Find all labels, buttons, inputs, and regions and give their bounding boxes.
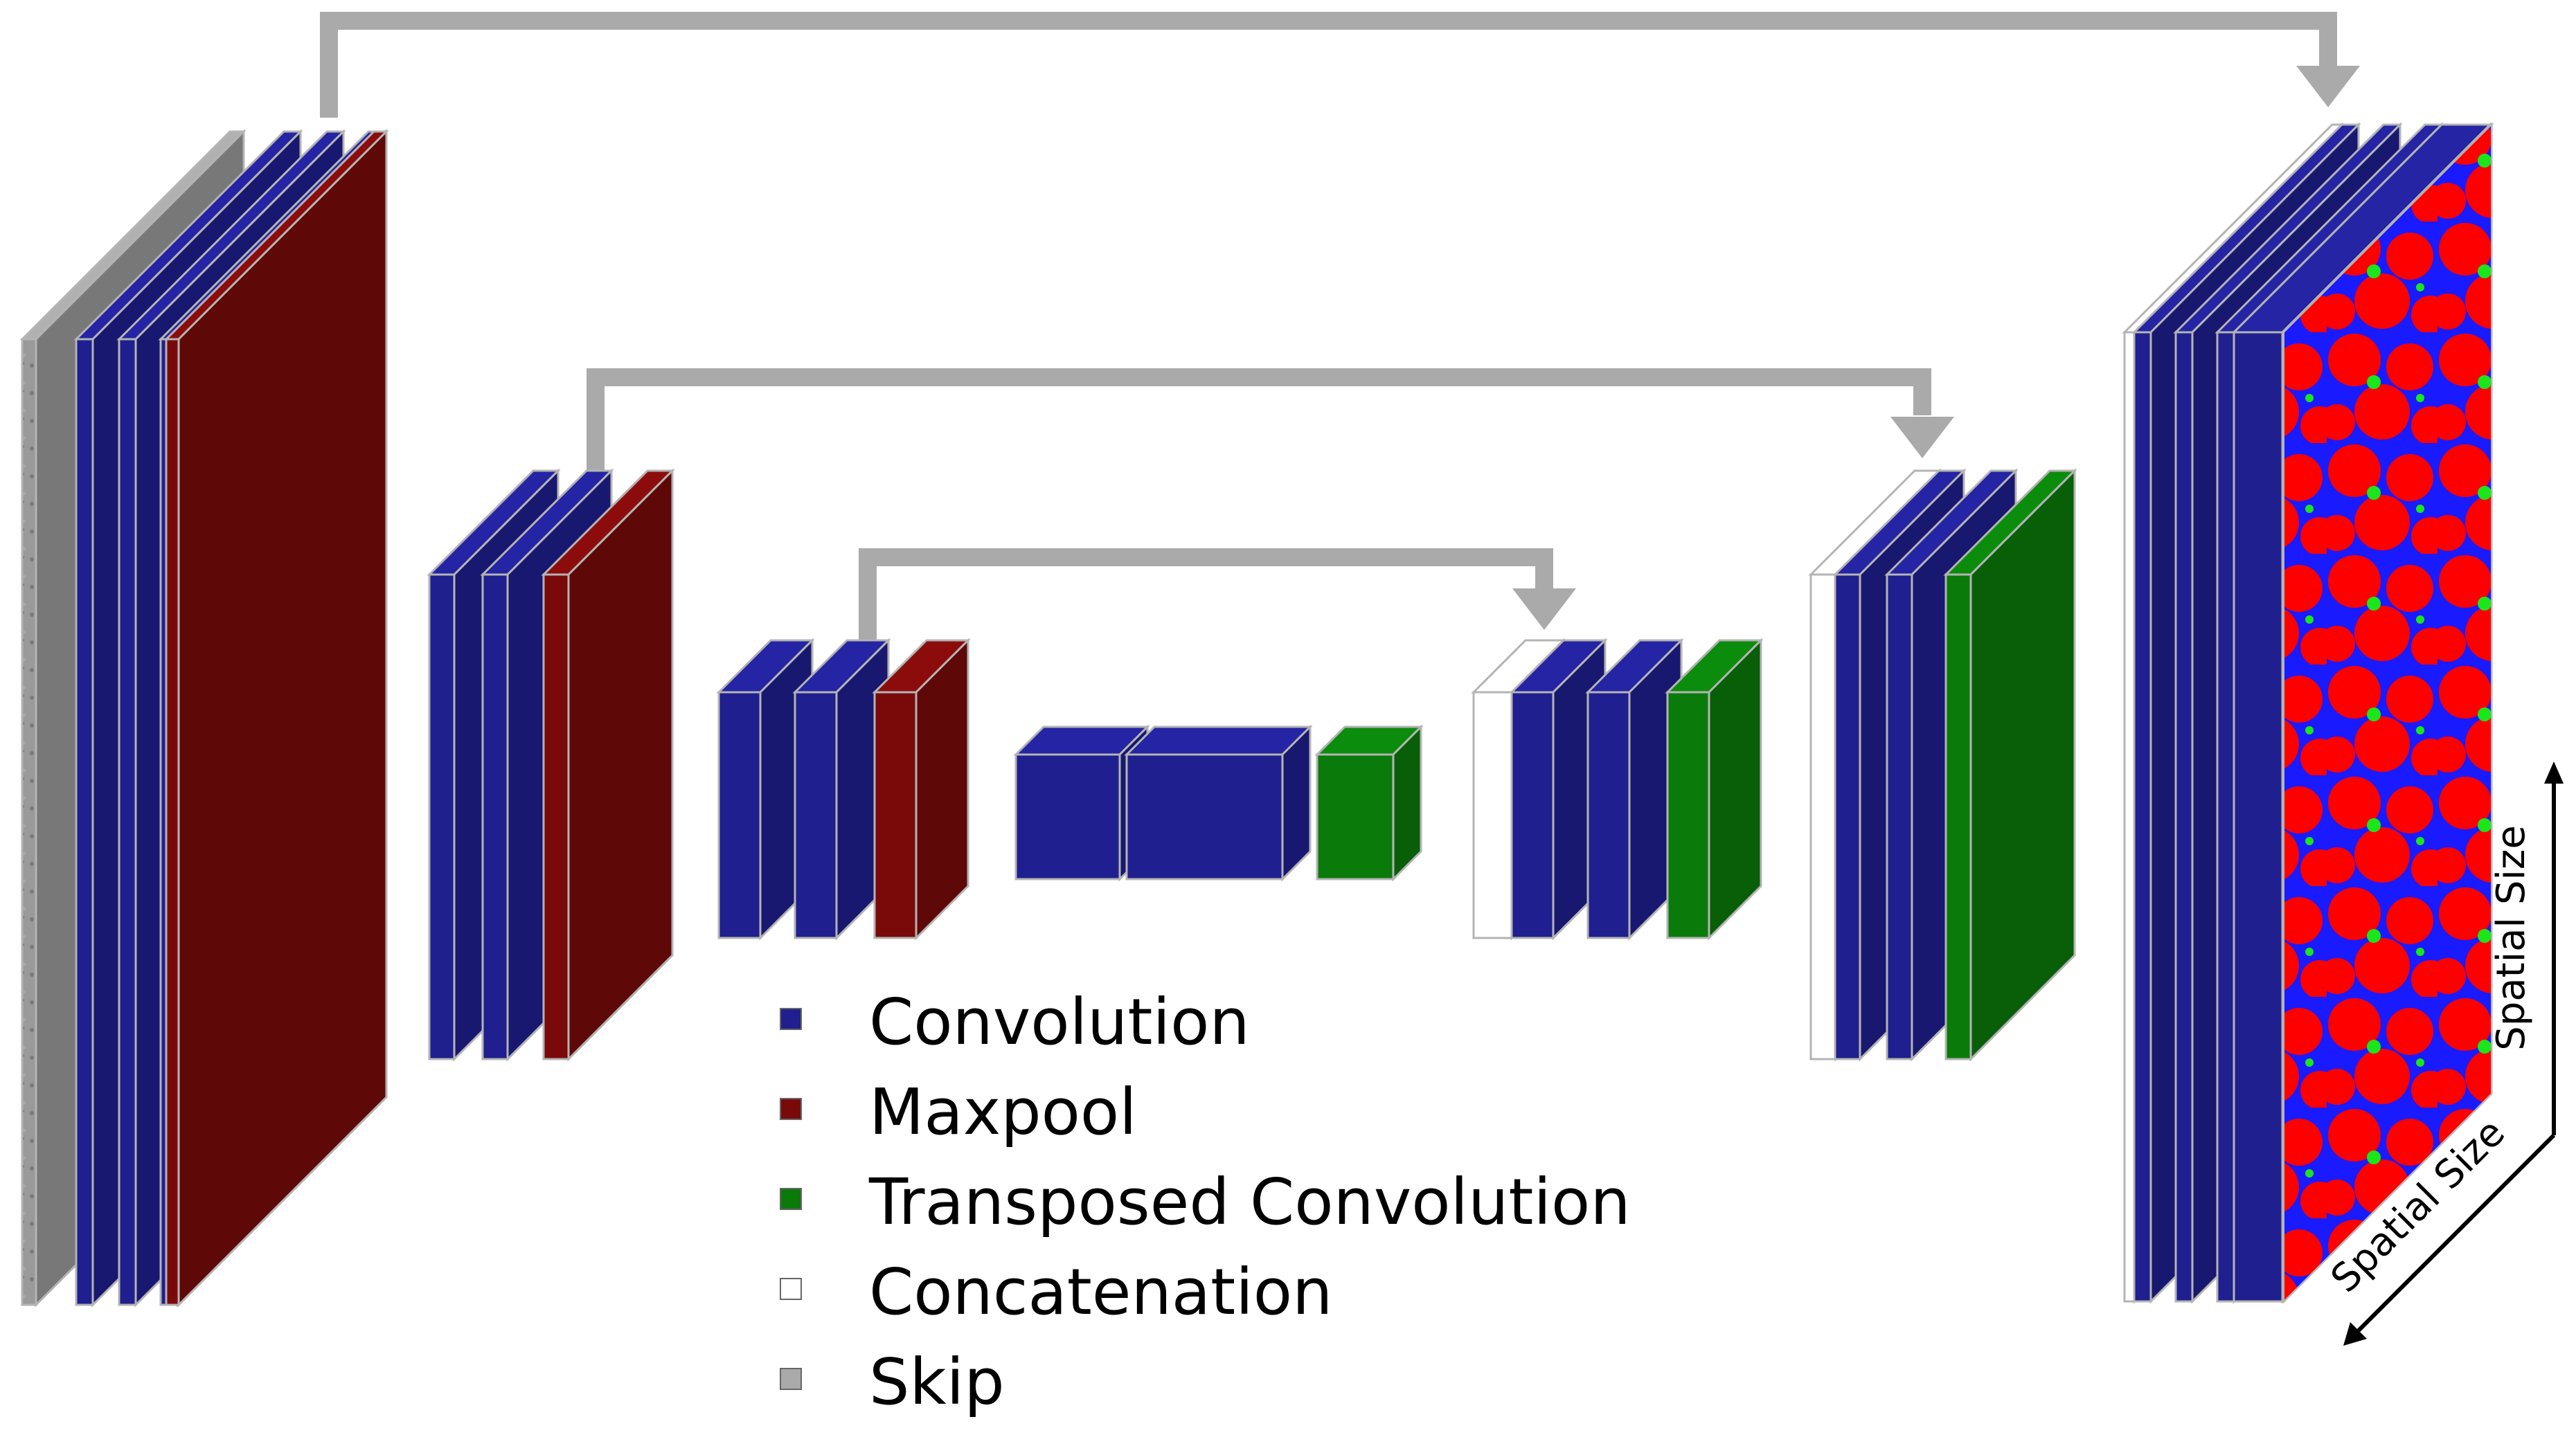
skip-connection-level-3	[859, 548, 1576, 640]
output-segmentation-face	[2283, 123, 2492, 1303]
legend-swatch-skip	[780, 1368, 802, 1390]
diagonal-axis-line	[2351, 1133, 2556, 1338]
legend-swatch-transposed-convolution	[780, 1188, 802, 1210]
bottleneck-conv-2	[1124, 724, 1313, 882]
dec3-transposed-conv	[1665, 638, 1764, 941]
diagonal-axis-arrowhead	[2343, 1322, 2367, 1346]
bottleneck-conv-1	[1013, 724, 1150, 882]
skip-connection-level-2	[587, 368, 1954, 471]
legend-swatch-concatenation	[780, 1278, 802, 1300]
legend-label-concatenation: Concatenation	[869, 1255, 1332, 1329]
skip-connection-level-1	[320, 12, 2360, 118]
dec2-transposed-conv	[1943, 468, 2077, 1062]
bottleneck-transposed-conv	[1314, 724, 1424, 882]
legend-label-transposed-convolution: Transposed Convolution	[868, 1165, 1631, 1239]
legend-label-convolution: Convolution	[869, 985, 1250, 1059]
network-blocks	[19, 122, 2494, 1308]
enc2-maxpool	[541, 468, 675, 1062]
legend-label-skip: Skip	[869, 1345, 1005, 1419]
vertical-axis-label: Spatial Size	[2489, 825, 2534, 1051]
enc1-maxpool	[163, 129, 389, 1308]
legend-label-maxpool: Maxpool	[869, 1075, 1137, 1149]
enc3-maxpool	[872, 638, 971, 941]
legend-swatch-convolution	[780, 1008, 802, 1030]
legend: Convolution Maxpool Transposed Convoluti…	[780, 985, 1631, 1419]
legend-swatch-maxpool	[780, 1098, 802, 1120]
vertical-axis-arrowhead	[2544, 761, 2564, 784]
skip-connections	[320, 12, 2360, 640]
